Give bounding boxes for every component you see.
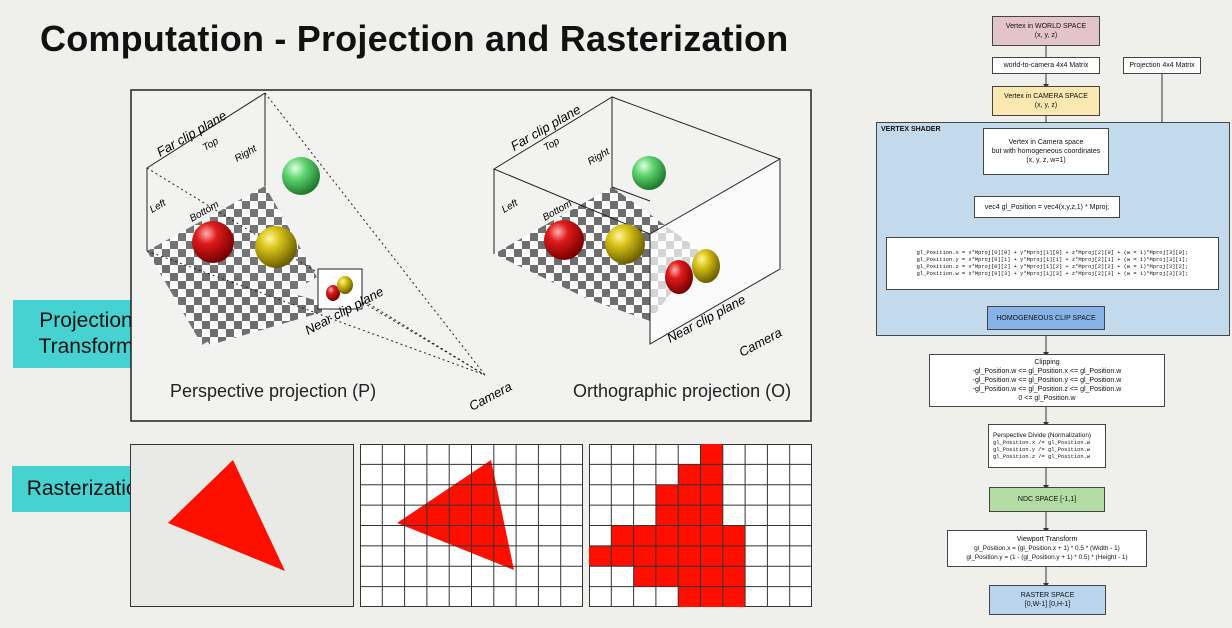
raster-pixel (655, 545, 679, 567)
vertex-shader-title: VERTEX SHADER (881, 126, 941, 133)
homogeneous-coords-node: Vertex in Camera space but with homogene… (983, 128, 1109, 175)
raster-pixel (589, 545, 612, 567)
raster-pixel (700, 505, 723, 526)
clipping-node: Clipping -gl_Position.w <= gl_Position.x… (929, 354, 1165, 407)
pipeline-flowchart: Vertex in WORLD SPACE (x, y, z) world-to… (860, 0, 1232, 628)
raster-pixel (611, 545, 634, 567)
raster-pixel (655, 566, 679, 587)
perspective-divide-lines: gl_Position.x /= gl_Position.w gl_Positi… (993, 440, 1091, 460)
raster-panel-grid-triangle (360, 444, 583, 607)
raster-pixel (722, 566, 746, 587)
grid-triangle (397, 460, 514, 570)
perspective-caption: Perspective projection (P) (170, 381, 376, 401)
raster-pixel (633, 545, 656, 567)
perspective-divide-node: Perspective Divide (Normalization) gl_Po… (988, 424, 1106, 468)
perspective-divide-title: Perspective Divide (Normalization) (993, 432, 1092, 439)
slide-title: Computation - Projection and Rasterizati… (40, 18, 789, 59)
raster-pixel (655, 525, 679, 546)
raster-pixel (633, 566, 656, 587)
raster-pixel (678, 566, 701, 587)
raster-pixel (678, 484, 701, 506)
viewport-lines: gl_Position.x = (gl_Position.x + 1) * 0.… (966, 545, 1128, 561)
raster-panel-continuous (130, 444, 354, 607)
raster-pixel (700, 444, 723, 465)
raster-panel-pixels (589, 444, 812, 607)
raster-pixel (700, 464, 723, 485)
raster-pixel (722, 545, 746, 567)
gl-position-node: vec4 gl_Position = vec4(x,y,z,1) * Mproj… (974, 196, 1120, 218)
raster-pixel (678, 525, 701, 546)
world-to-camera-node: world-to-camera 4x4 Matrix (992, 57, 1100, 74)
raster-pixel (700, 586, 723, 607)
ndc-space-node: NDC SPACE [-1,1] (989, 487, 1105, 512)
raster-pixel (700, 566, 723, 587)
raster-pixel (722, 586, 746, 607)
clip-space-node: HOMOGENEOUS CLIP SPACE (987, 306, 1105, 330)
viewport-transform-node: Viewport Transform gl_Position.x = (gl_P… (947, 530, 1147, 567)
orthographic-caption: Orthographic projection (O) (573, 381, 791, 401)
raster-pixel (655, 484, 679, 506)
raster-pixel (700, 525, 723, 546)
raster-pixel (633, 525, 656, 546)
raster-pixel (678, 464, 701, 485)
raster-pixel (700, 484, 723, 506)
raster-space-node: RASTER SPACE [0,W-1] [0,H-1] (989, 585, 1106, 615)
raster-pixel (655, 505, 679, 526)
matrix-code-node: gl_Position.x = x*Mproj[0][0] + y*Mproj[… (886, 237, 1219, 290)
raster-pixel (678, 586, 701, 607)
raster-pixel (700, 545, 723, 567)
camera-space-node: Vertex in CAMERA SPACE (x, y, z) (992, 86, 1100, 116)
raster-pixel (611, 525, 634, 546)
clipping-lines: -gl_Position.w <= gl_Position.x <= gl_Po… (972, 368, 1122, 402)
raster-pixel (722, 525, 746, 546)
grid-lines-a (360, 444, 583, 607)
raster-pixel-cells (589, 444, 746, 607)
continuous-triangle (168, 460, 285, 571)
viewport-title: Viewport Transform (1016, 536, 1078, 543)
matrix-code-text: gl_Position.x = x*Mproj[0][0] + y*Mproj[… (916, 249, 1189, 277)
projection-matrix-node: Projection 4x4 Matrix (1123, 57, 1201, 74)
raster-pixel (678, 545, 701, 567)
raster-pixel (678, 505, 701, 526)
world-space-node: Vertex in WORLD SPACE (x, y, z) (992, 16, 1100, 46)
projection-figure: Far clip plane Top Right Left Bottom Nea… (130, 89, 812, 422)
grid-lines-b (589, 444, 812, 607)
clipping-title: Clipping (1034, 359, 1060, 366)
